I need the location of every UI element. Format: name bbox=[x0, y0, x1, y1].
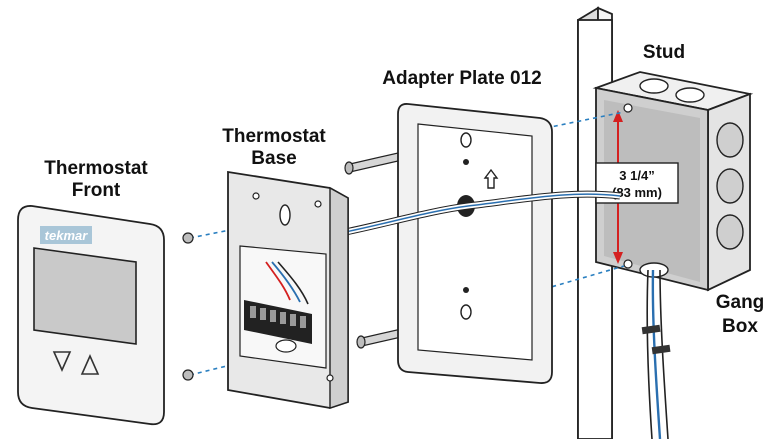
gang-box-wires bbox=[641, 269, 671, 439]
adapter-plate bbox=[397, 103, 553, 384]
screw bbox=[344, 152, 399, 175]
screw-head bbox=[182, 232, 194, 244]
label-thermostat-front: Thermostat Front bbox=[44, 158, 148, 201]
down-triangle-icon bbox=[52, 351, 72, 372]
label-line: Base bbox=[251, 148, 296, 169]
thermostat-wire bbox=[299, 190, 621, 244]
dimension-label: 3 1/4” (83 mm) bbox=[595, 162, 679, 204]
up-arrow-icon bbox=[483, 168, 499, 189]
label-line: Thermostat bbox=[222, 126, 326, 147]
label-gang-box: Gang Box bbox=[716, 292, 765, 337]
screw-head bbox=[182, 369, 194, 381]
label-line: Gang bbox=[716, 292, 765, 313]
label-line: Box bbox=[722, 316, 758, 337]
thermostat-base bbox=[227, 170, 349, 409]
brand-name: tekmar bbox=[45, 228, 89, 243]
label-thermostat-base: Thermostat Base bbox=[222, 126, 326, 169]
up-triangle-icon bbox=[80, 354, 100, 375]
label-line: Thermostat bbox=[44, 158, 148, 179]
thermostat-front: tekmar bbox=[17, 205, 165, 426]
dimension-value: 3 1/4” bbox=[619, 168, 654, 183]
label-adapter-plate: Adapter Plate 012 bbox=[382, 68, 541, 89]
brand-badge bbox=[40, 226, 92, 244]
label-stud: Stud bbox=[643, 42, 685, 63]
display-screen bbox=[33, 247, 137, 345]
label-line: Front bbox=[72, 180, 121, 201]
dimension-metric: (83 mm) bbox=[612, 185, 662, 200]
